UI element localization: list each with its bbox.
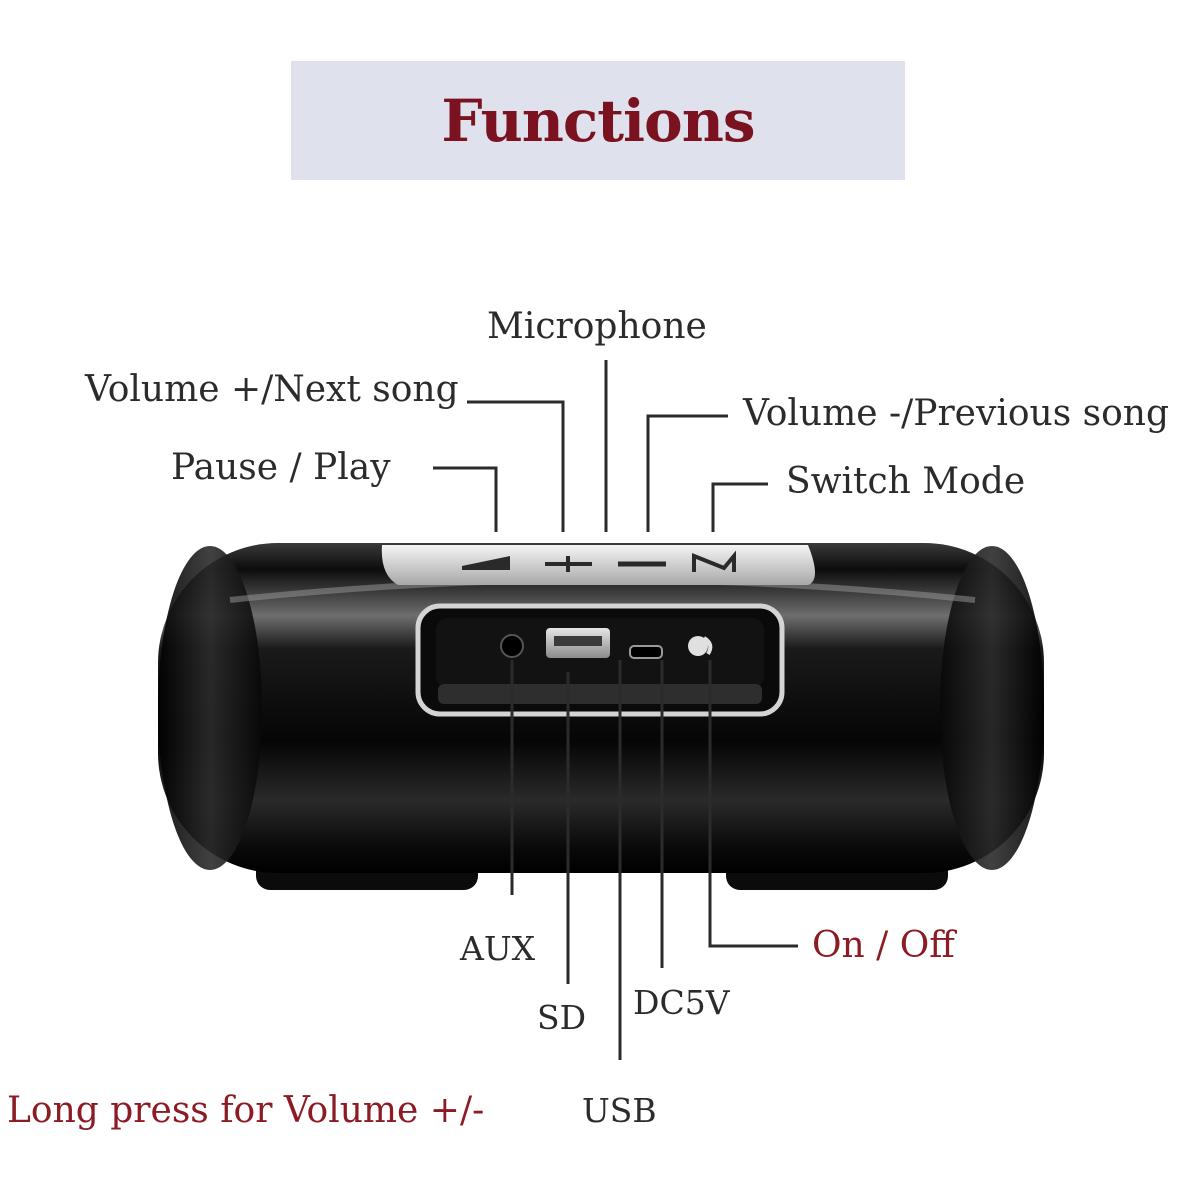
speaker-cap-left (158, 546, 262, 870)
label-volume-next: Volume +/Next song (85, 369, 459, 410)
label-switch-mode: Switch Mode (786, 461, 1026, 502)
play-pause-icon (462, 556, 510, 570)
speaker-cap-right (940, 546, 1044, 870)
label-sd: SD (537, 998, 587, 1037)
label-long-press: Long press for Volume +/- (7, 1090, 485, 1131)
label-on-off: On / Off (812, 925, 955, 966)
label-aux: AUX (460, 929, 536, 968)
page-title: Functions (441, 86, 755, 155)
leader-lines-bottom (510, 660, 798, 1060)
label-microphone: Microphone (487, 306, 707, 347)
plus-icon (545, 556, 592, 572)
micro-usb-port (629, 645, 663, 659)
label-dc5v: DC5V (633, 983, 730, 1022)
power-switch (688, 636, 708, 656)
port-panel-lip (438, 684, 762, 704)
label-pause-play: Pause / Play (171, 447, 391, 488)
label-usb: USB (582, 1091, 657, 1130)
header-banner: Functions (291, 61, 905, 180)
mode-icon (692, 550, 736, 572)
leader-lines-top (433, 360, 768, 532)
label-volume-prev: Volume -/Previous song (743, 393, 1169, 434)
button-strip (381, 545, 815, 585)
aux-port (500, 634, 524, 658)
